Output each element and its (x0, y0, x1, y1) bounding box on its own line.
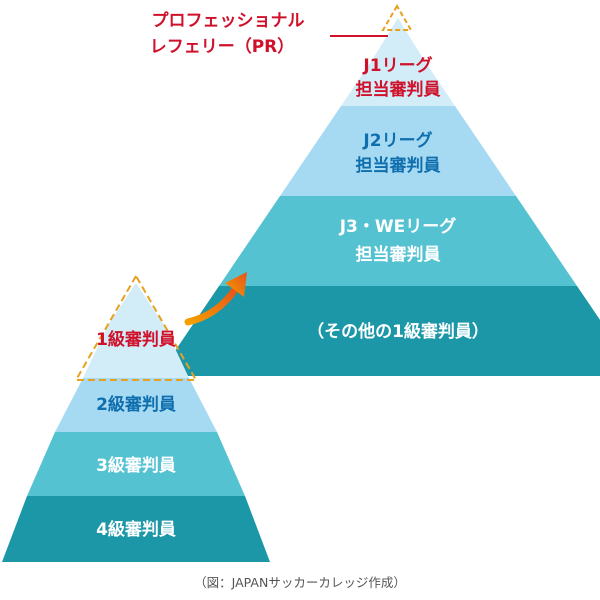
large-pyramid-tier-j2 (280, 106, 516, 196)
figure-caption: （図：JAPANサッカーカレッジ作成） (194, 575, 406, 590)
j1-league-label: J1リーグ (362, 55, 432, 76)
j3-we-league-label: J3・WEリーグ (339, 216, 457, 237)
other-1st-class-label: （その他の1級審判員） (307, 321, 489, 342)
large-pyramid-tier-other-1st-class (158, 286, 600, 376)
pr-label-line1: プロフェッショナル (152, 10, 305, 31)
small-pyramid-tier-1st-class (108, 283, 164, 325)
small-pyramid-tier-4th-class (2, 496, 270, 562)
3rd-class-referee-label: 3級審判員 (96, 455, 176, 476)
small-pyramid-dashed-triangle-icon (74, 273, 198, 381)
large-pyramid-tier-j1-lower (341, 60, 455, 106)
4th-class-referee-label: 4級審判員 (96, 519, 176, 540)
1st-class-referee-label: 1級審判員 (96, 329, 176, 350)
small-pyramid-tier-2nd-class (55, 378, 217, 432)
j1-referee-label: 担当審判員 (356, 79, 441, 100)
curved-arrow-icon (184, 284, 240, 326)
large-pyramid-tier-j1 (372, 18, 424, 60)
large-pyramid-tier-j3-we (219, 196, 577, 286)
curved-arrow-head-icon (225, 272, 247, 297)
small-pyramid-tier-1st-class-lower (83, 325, 189, 378)
j3-we-referee-label: 担当審判員 (356, 244, 441, 265)
small-pyramid-tier-3rd-class (27, 432, 245, 496)
j2-league-label: J2リーグ (362, 130, 432, 151)
pr-label-line2: レフェリー（PR） (150, 36, 295, 57)
2nd-class-referee-label: 2級審判員 (96, 394, 176, 415)
j2-referee-label: 担当審判員 (356, 155, 441, 176)
pr-dashed-triangle-icon (381, 4, 413, 31)
